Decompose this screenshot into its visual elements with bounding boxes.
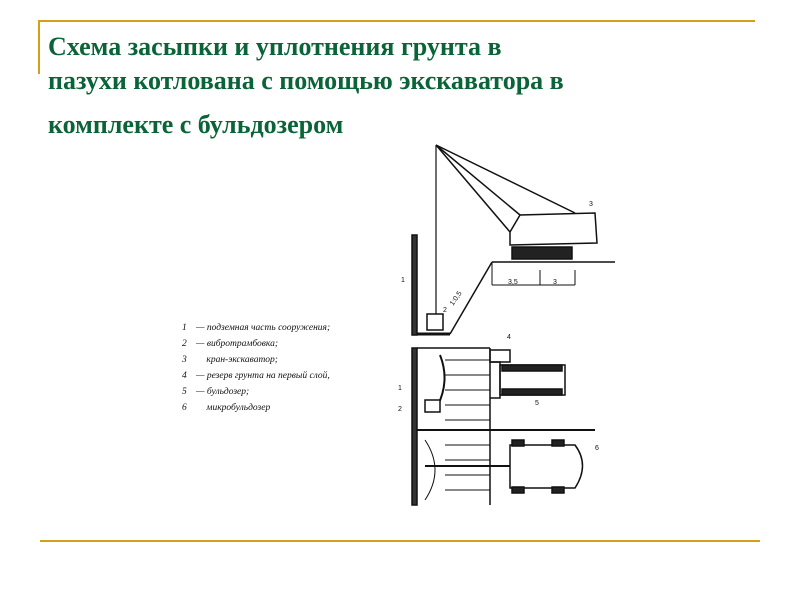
title-line-1: Схема засыпки и уплотнения грунта в: [48, 32, 502, 61]
label-2: 2: [443, 307, 447, 314]
title-line-2: пазухи котлована с помощью экскаватора в: [48, 66, 564, 95]
legend-item: 4 — резерв грунта на первый слой,: [182, 368, 330, 384]
legend-item: 6 микробульдозер: [182, 400, 330, 416]
legend-num: 6: [182, 403, 187, 413]
legend-text: вибротрамбовка;: [206, 339, 279, 349]
slope: [449, 261, 493, 335]
legend-num: 5: [182, 387, 187, 397]
slope-label: 1:0,5: [449, 290, 464, 307]
legend: 1 — подземная часть сооружения; 2 — виброт…: [182, 320, 330, 416]
legend-num: 3: [182, 355, 187, 365]
bottom-accent-line: [40, 540, 760, 542]
legend-item: 3 кран-экскаватор;: [182, 352, 330, 368]
structure-wall: [411, 234, 418, 336]
label-4: 4: [507, 334, 511, 341]
label-6: 6: [595, 445, 599, 452]
vibro-compactor: [426, 313, 444, 331]
legend-num: 4: [182, 371, 187, 381]
legend-sep: —: [196, 387, 205, 397]
slide-title: Схема засыпки и уплотнения грунта в пазу…: [48, 30, 768, 142]
legend-text: бульдозер;: [206, 387, 250, 397]
label-5: 5: [535, 400, 539, 407]
crane-excavator: [435, 144, 598, 260]
legend-text: подземная часть сооружения;: [206, 323, 331, 333]
dimension-3: 3: [553, 279, 557, 286]
label-3: 3: [589, 201, 593, 208]
legend-num: 2: [182, 339, 187, 349]
legend-text: кран-экскаватор;: [206, 355, 278, 365]
legend-sep: —: [196, 371, 205, 381]
label-2-plan: 2: [398, 406, 402, 413]
left-accent-line: [38, 20, 40, 74]
legend-num: 1: [182, 323, 187, 333]
dimension-3-5: 3,5: [508, 279, 518, 286]
legend-item: 1 — подземная часть сооружения;: [182, 320, 330, 336]
soil-reserve: [489, 349, 511, 363]
legend-text: резерв грунта на первый слой,: [206, 371, 330, 381]
top-accent-line: [38, 20, 755, 22]
bulldozer: [490, 361, 566, 399]
legend-sep: —: [196, 339, 205, 349]
legend-item: 5 — бульдозер;: [182, 384, 330, 400]
legend-item: 2 — вибротрамбовка;: [182, 336, 330, 352]
fill-layers: [445, 359, 490, 491]
label-1-plan: 1: [398, 385, 402, 392]
label-1: 1: [401, 277, 405, 284]
vibro-compactor-plan: [424, 399, 441, 413]
title-line-3: комплекте с бульдозером: [48, 110, 344, 139]
legend-sep: —: [196, 323, 205, 333]
legend-text: микробульдозер: [206, 403, 271, 413]
structure-wall-plan: [411, 347, 418, 506]
micro-bulldozer: [425, 439, 584, 494]
